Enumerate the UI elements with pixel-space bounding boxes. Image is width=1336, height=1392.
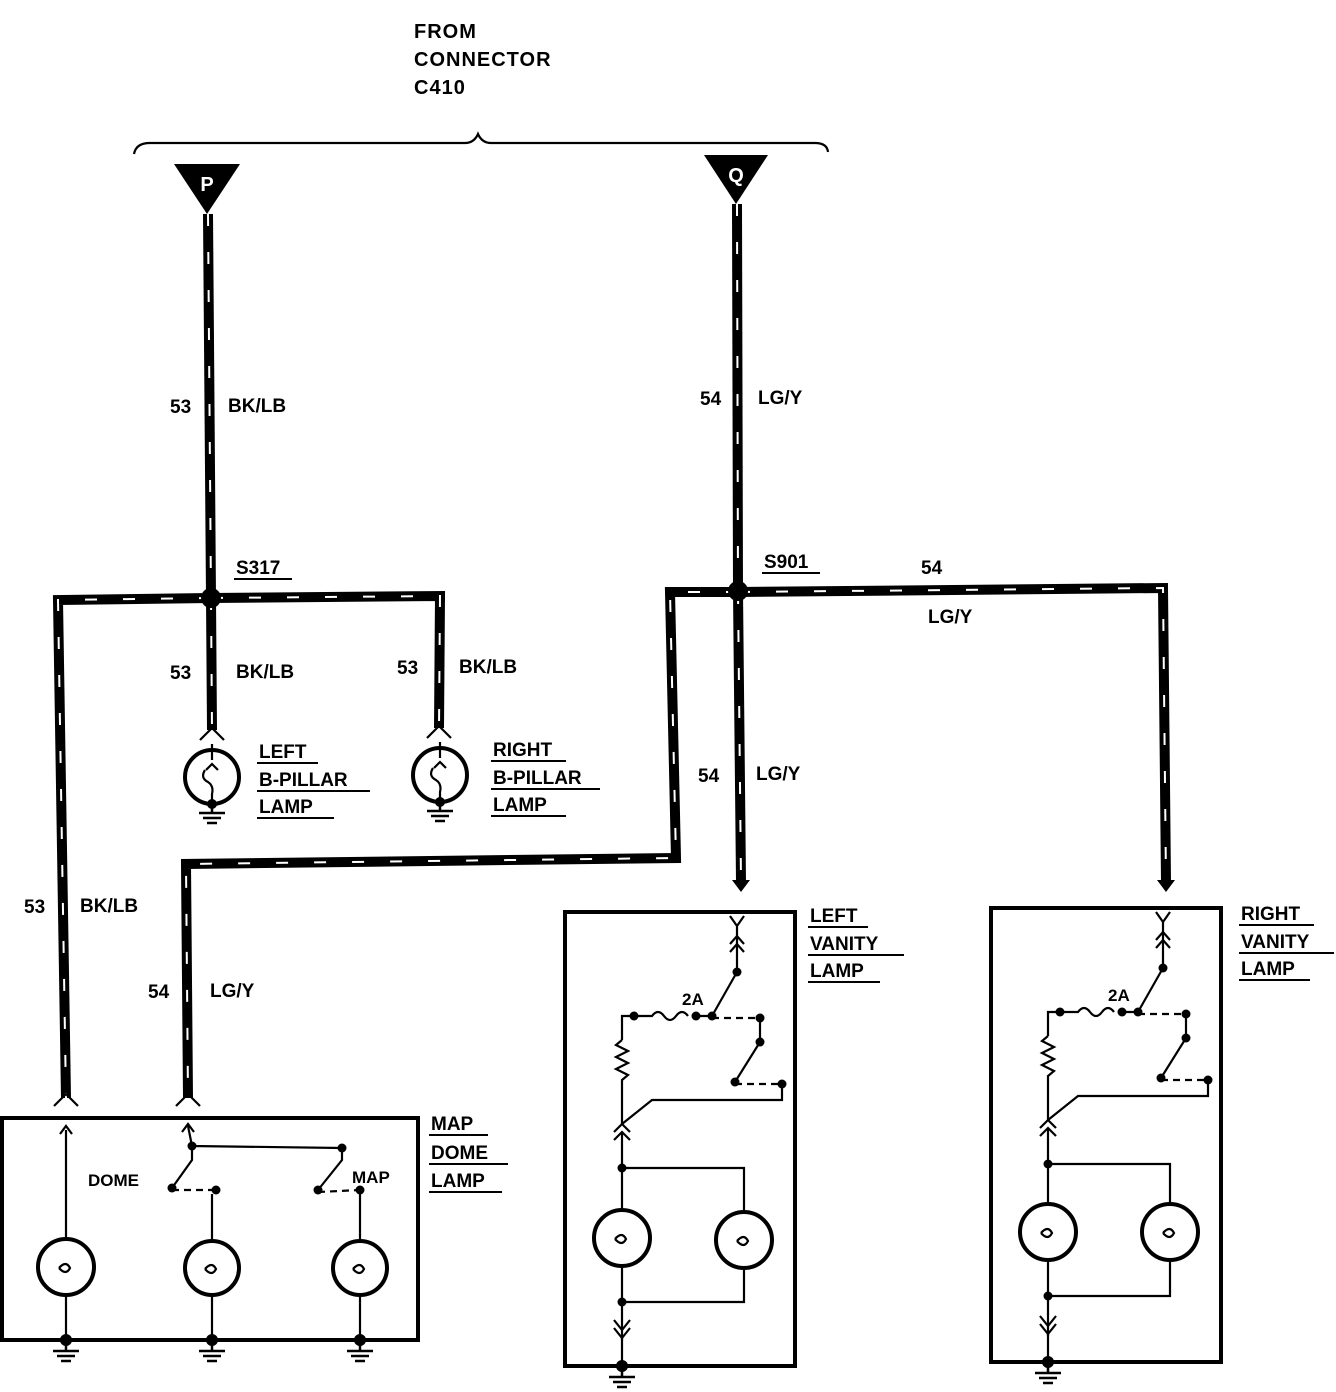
wire-lv-color: LG/Y bbox=[756, 764, 801, 785]
wire-rv-circuit: 54 bbox=[921, 558, 943, 579]
left-bpillar-label-line3: LAMP bbox=[259, 797, 313, 818]
wire-lbp-color: BK/LB bbox=[236, 662, 294, 683]
wire-rbp-color: BK/LB bbox=[459, 657, 517, 678]
left-bpillar-lamp: LEFT B-PILLAR LAMP bbox=[183, 742, 370, 825]
connector-pin-q: Q bbox=[704, 155, 768, 204]
map-dome-switch-map: MAP bbox=[352, 1168, 390, 1187]
wire-md53-color: BK/LB bbox=[80, 896, 138, 917]
left-vanity-label-line2: VANITY bbox=[810, 934, 879, 955]
pin-p-label: P bbox=[200, 174, 213, 196]
wire-p-circuit: 53 bbox=[170, 397, 191, 418]
left-vanity-lamp: LEFT VANITY LAMP 2A bbox=[563, 906, 904, 1389]
wire-md53-circuit: 53 bbox=[24, 897, 45, 918]
wire-p-color: BK/LB bbox=[228, 396, 286, 417]
map-dome-label-line3: LAMP bbox=[431, 1171, 485, 1192]
right-bpillar-label-line1: RIGHT bbox=[493, 740, 553, 761]
left-bpillar-label-line2: B-PILLAR bbox=[259, 770, 348, 791]
connector-brace bbox=[132, 131, 830, 155]
pin-q-label: Q bbox=[728, 165, 744, 187]
wire-labels: 53 BK/LB 54 LG/Y S317 S901 54 LG/Y 53 BK… bbox=[24, 388, 973, 1003]
source-connector-label: FROM CONNECTOR C410 bbox=[414, 21, 552, 99]
left-vanity-fuse: 2A bbox=[682, 990, 704, 1009]
wire-53-left-bpillar bbox=[206, 597, 217, 731]
map-dome-label-line2: DOME bbox=[431, 1143, 488, 1164]
wire-q-color: LG/Y bbox=[758, 388, 803, 409]
right-bpillar-label-line3: LAMP bbox=[493, 795, 547, 816]
right-vanity-label-line1: RIGHT bbox=[1241, 904, 1301, 925]
wire-q-circuit: 54 bbox=[700, 389, 722, 410]
wire-rv-color: LG/Y bbox=[928, 607, 973, 628]
right-vanity-lamp: RIGHT VANITY LAMP 2A bbox=[989, 904, 1334, 1385]
wire-terminals bbox=[53, 724, 1175, 1107]
map-dome-switch-dome: DOME bbox=[88, 1171, 139, 1190]
splice-s317-dot bbox=[201, 588, 221, 608]
wire-rbp-circuit: 53 bbox=[397, 658, 418, 679]
left-vanity-label-line3: LAMP bbox=[810, 961, 864, 982]
wire-54-right-vanity bbox=[737, 582, 1171, 883]
splice-s901-dot bbox=[728, 581, 748, 601]
right-vanity-fuse: 2A bbox=[1108, 986, 1130, 1005]
source-label-line1: FROM bbox=[414, 21, 477, 43]
right-bpillar-lamp: RIGHT B-PILLAR LAMP bbox=[411, 740, 600, 823]
wire-harness bbox=[52, 203, 1171, 1099]
right-vanity-label-line2: VANITY bbox=[1241, 932, 1310, 953]
right-bpillar-label-line2: B-PILLAR bbox=[493, 768, 582, 789]
wire-lv-circuit: 54 bbox=[698, 766, 720, 787]
wire-lbp-circuit: 53 bbox=[170, 663, 191, 684]
splice-s317-label: S317 bbox=[236, 558, 280, 579]
connector-pin-p: P bbox=[174, 164, 240, 214]
source-label-line3: C410 bbox=[414, 77, 466, 99]
source-label-line2: CONNECTOR bbox=[414, 49, 552, 71]
splice-s901-label: S901 bbox=[764, 552, 809, 573]
map-dome-label-line1: MAP bbox=[431, 1114, 474, 1135]
wire-md54-circuit: 54 bbox=[148, 982, 170, 1003]
left-vanity-label-line1: LEFT bbox=[810, 906, 858, 927]
map-dome-lamp: MAP DOME LAMP DOME MAP bbox=[0, 1114, 508, 1363]
right-vanity-label-line3: LAMP bbox=[1241, 959, 1295, 980]
left-bpillar-label-line1: LEFT bbox=[259, 742, 307, 763]
wire-md54-color: LG/Y bbox=[210, 981, 255, 1002]
